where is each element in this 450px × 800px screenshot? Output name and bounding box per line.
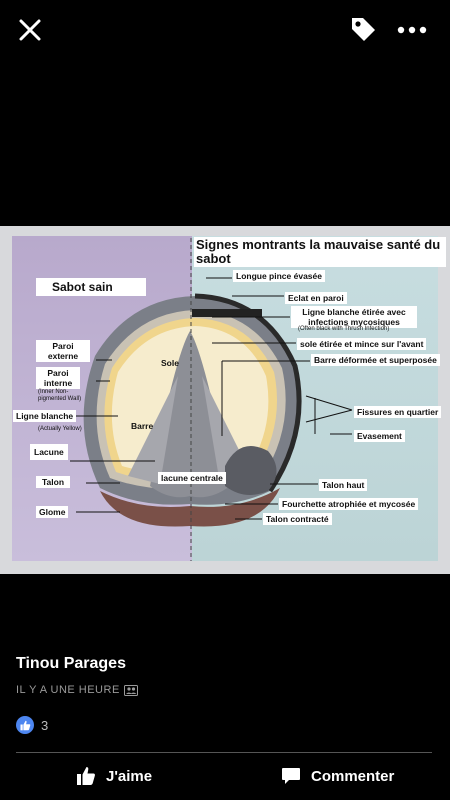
label-ligne-etiree: Ligne blanche étirée avec infections myc…: [291, 306, 417, 328]
label-talon: Talon: [36, 476, 71, 488]
close-button[interactable]: [16, 16, 44, 44]
viewer-top-bar: [0, 0, 450, 60]
comment-button-label: Commenter: [311, 767, 395, 785]
more-options-button[interactable]: [396, 20, 428, 40]
healthy-hoof-title: Sabot sain: [36, 278, 146, 296]
friends-icon: [123, 684, 138, 696]
label-fissures: Fissures en quartier: [354, 406, 442, 418]
post-photo[interactable]: Signes montrants la mauvaise santé du sa…: [0, 226, 450, 574]
tag-icon: [352, 18, 375, 41]
time-ago-text: IL Y A UNE HEURE: [16, 684, 120, 696]
label-glome: Glome: [36, 506, 69, 518]
close-icon: [19, 19, 41, 41]
thumbs-up-icon: [77, 767, 95, 785]
post-timestamp: IL Y A UNE HEURE: [16, 684, 138, 696]
label-lacune-centrale: lacune centrale: [158, 472, 226, 484]
label-paroi-interne: Paroi interne: [36, 367, 80, 389]
actions-divider: [16, 752, 432, 753]
like-button-label: J'aime: [106, 767, 153, 785]
label-ligne-etiree-note: (Often black with Thrush Infection): [298, 326, 390, 332]
label-eclat: Eclat en paroi: [285, 292, 347, 304]
tag-button[interactable]: [348, 14, 378, 44]
diagram-heading: Signes montrants la mauvaise santé du sa…: [194, 237, 446, 267]
label-fourchette: Fourchette atrophiée et mycosée: [279, 498, 419, 510]
like-button[interactable]: J'aime: [76, 762, 152, 790]
more-options-icon: [397, 26, 427, 34]
comment-icon: [282, 768, 300, 784]
label-longue-pince: Longue pince évasée: [233, 270, 325, 282]
label-ligne-blanche: Ligne blanche: [13, 410, 77, 422]
label-sole: Sole: [161, 358, 179, 368]
hoof-diagram: [12, 236, 438, 561]
label-paroi-externe: Paroi externe: [36, 340, 90, 362]
label-lacune: Lacune: [30, 444, 68, 460]
label-talon-contracte: Talon contracté: [263, 513, 332, 525]
label-evasement: Evasement: [354, 430, 405, 442]
like-count: 3: [41, 717, 49, 733]
label-paroi-interne-note: (Inner Non-pigmented Wall): [38, 389, 82, 402]
label-talon-haut: Talon haut: [319, 479, 368, 491]
label-ligne-blanche-note: (Actually Yellow): [38, 426, 82, 432]
like-summary[interactable]: 3: [16, 716, 48, 734]
label-sole-etiree: sole étirée et mince sur l'avant: [297, 338, 427, 350]
label-barre-deformee: Barre déformée et superposée: [311, 354, 440, 366]
thumbs-up-icon: [20, 720, 30, 730]
like-badge: [16, 716, 34, 734]
label-barre: Barre: [131, 421, 154, 431]
comment-button[interactable]: Commenter: [281, 762, 394, 790]
post-author[interactable]: Tinou Parages: [16, 655, 126, 672]
